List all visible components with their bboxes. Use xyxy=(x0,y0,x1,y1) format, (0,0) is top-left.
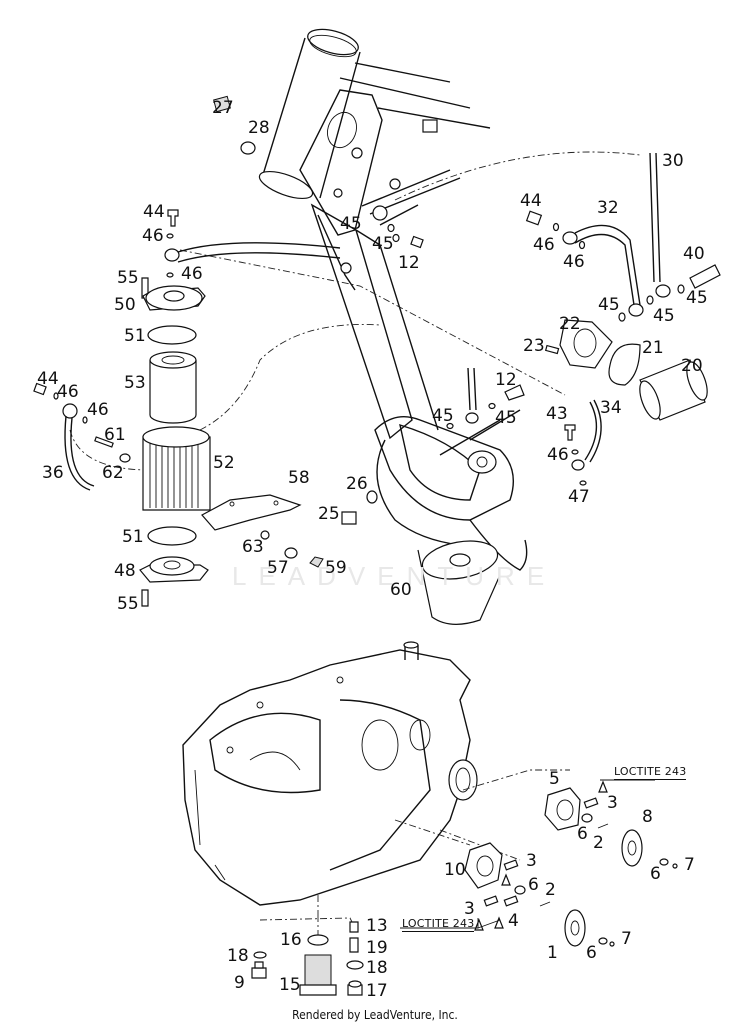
callout-45[interactable]: 45 xyxy=(432,406,454,426)
callout-46[interactable]: 46 xyxy=(533,235,555,255)
callout-62[interactable]: 62 xyxy=(102,463,124,483)
callout-55[interactable]: 55 xyxy=(117,594,139,614)
callout-44[interactable]: 44 xyxy=(520,191,542,211)
callout-46[interactable]: 46 xyxy=(57,382,79,402)
callout-13[interactable]: 13 xyxy=(366,916,388,936)
callout-51[interactable]: 51 xyxy=(124,326,146,346)
callout-46[interactable]: 46 xyxy=(547,445,569,465)
callout-51[interactable]: 51 xyxy=(122,527,144,547)
callout-63[interactable]: 63 xyxy=(242,537,264,557)
callout-50[interactable]: 50 xyxy=(114,295,136,315)
callout-45[interactable]: 45 xyxy=(686,288,708,308)
callout-15[interactable]: 15 xyxy=(279,975,301,995)
callout-53[interactable]: 53 xyxy=(124,373,146,393)
callout-47[interactable]: 47 xyxy=(568,487,590,507)
callout-12[interactable]: 12 xyxy=(495,370,517,390)
callout-55[interactable]: 55 xyxy=(117,268,139,288)
callout-16[interactable]: 16 xyxy=(280,930,302,950)
callout-26[interactable]: 26 xyxy=(346,474,368,494)
callout-48[interactable]: 48 xyxy=(114,561,136,581)
watermark: LEADVENTURE xyxy=(232,561,557,591)
callout-43[interactable]: 43 xyxy=(546,404,568,424)
callout-46[interactable]: 46 xyxy=(142,226,164,246)
callout-46[interactable]: 46 xyxy=(563,252,585,272)
drain-plug-parts xyxy=(251,921,364,996)
oil-pump-assembly xyxy=(400,779,678,947)
callout-19[interactable]: 19 xyxy=(366,938,388,958)
callout-25[interactable]: 25 xyxy=(318,504,340,524)
frame-tube xyxy=(258,28,528,571)
callout-52[interactable]: 52 xyxy=(213,453,235,473)
callout-32[interactable]: 32 xyxy=(597,198,619,218)
callout-6[interactable]: 6 xyxy=(586,943,597,963)
callout-2[interactable]: 2 xyxy=(545,880,556,900)
callout-6[interactable]: 6 xyxy=(528,875,539,895)
callout-21[interactable]: 21 xyxy=(642,338,664,358)
callout-23[interactable]: 23 xyxy=(523,336,545,356)
callout-4[interactable]: 4 xyxy=(508,911,519,931)
loctite-note-upper: LOCTITE 243 xyxy=(614,765,687,780)
callout-45[interactable]: 45 xyxy=(372,234,394,254)
callout-3[interactable]: 3 xyxy=(526,851,537,871)
callout-10[interactable]: 10 xyxy=(444,860,466,880)
callout-40[interactable]: 40 xyxy=(683,244,705,264)
callout-45[interactable]: 45 xyxy=(495,408,517,428)
callout-3[interactable]: 3 xyxy=(464,899,475,919)
callout-45[interactable]: 45 xyxy=(598,295,620,315)
callout-45[interactable]: 45 xyxy=(653,306,675,326)
callout-59[interactable]: 59 xyxy=(325,558,347,578)
loctite-note-lower: LOCTITE 243 xyxy=(402,917,475,932)
crankcase xyxy=(182,641,478,906)
callout-3[interactable]: 3 xyxy=(607,793,618,813)
callout-6[interactable]: 6 xyxy=(650,864,661,884)
callout-2[interactable]: 2 xyxy=(593,833,604,853)
callout-45[interactable]: 45 xyxy=(340,214,362,234)
callout-6[interactable]: 6 xyxy=(577,824,588,844)
callout-27[interactable]: 27 xyxy=(212,98,234,118)
callout-7[interactable]: 7 xyxy=(621,929,632,949)
callout-28[interactable]: 28 xyxy=(248,118,270,138)
callout-17[interactable]: 17 xyxy=(366,981,388,1001)
callout-44[interactable]: 44 xyxy=(143,202,165,222)
callout-61[interactable]: 61 xyxy=(104,425,126,445)
callout-8[interactable]: 8 xyxy=(642,807,653,827)
callout-20[interactable]: 20 xyxy=(681,356,703,376)
callout-1[interactable]: 1 xyxy=(547,943,558,963)
callout-12[interactable]: 12 xyxy=(398,253,420,273)
callout-30[interactable]: 30 xyxy=(662,151,684,171)
callout-46[interactable]: 46 xyxy=(87,400,109,420)
callout-44[interactable]: 44 xyxy=(37,369,59,389)
callout-18[interactable]: 18 xyxy=(366,958,388,978)
callout-46[interactable]: 46 xyxy=(181,264,203,284)
callout-36[interactable]: 36 xyxy=(42,463,64,483)
footer-credit: Rendered by LeadVenture, Inc. xyxy=(292,1008,458,1022)
right-hose-assembly xyxy=(387,152,721,486)
callout-58[interactable]: 58 xyxy=(288,468,310,488)
callout-7[interactable]: 7 xyxy=(684,855,695,875)
callout-57[interactable]: 57 xyxy=(267,558,289,578)
filter-housing-assembly xyxy=(33,95,378,607)
oil-filter-cartridge xyxy=(417,540,501,625)
callout-18[interactable]: 18 xyxy=(227,946,249,966)
callout-34[interactable]: 34 xyxy=(600,398,622,418)
callout-9[interactable]: 9 xyxy=(234,973,245,993)
callout-22[interactable]: 22 xyxy=(559,314,581,334)
callout-5[interactable]: 5 xyxy=(549,769,560,789)
callout-60[interactable]: 60 xyxy=(390,580,412,600)
